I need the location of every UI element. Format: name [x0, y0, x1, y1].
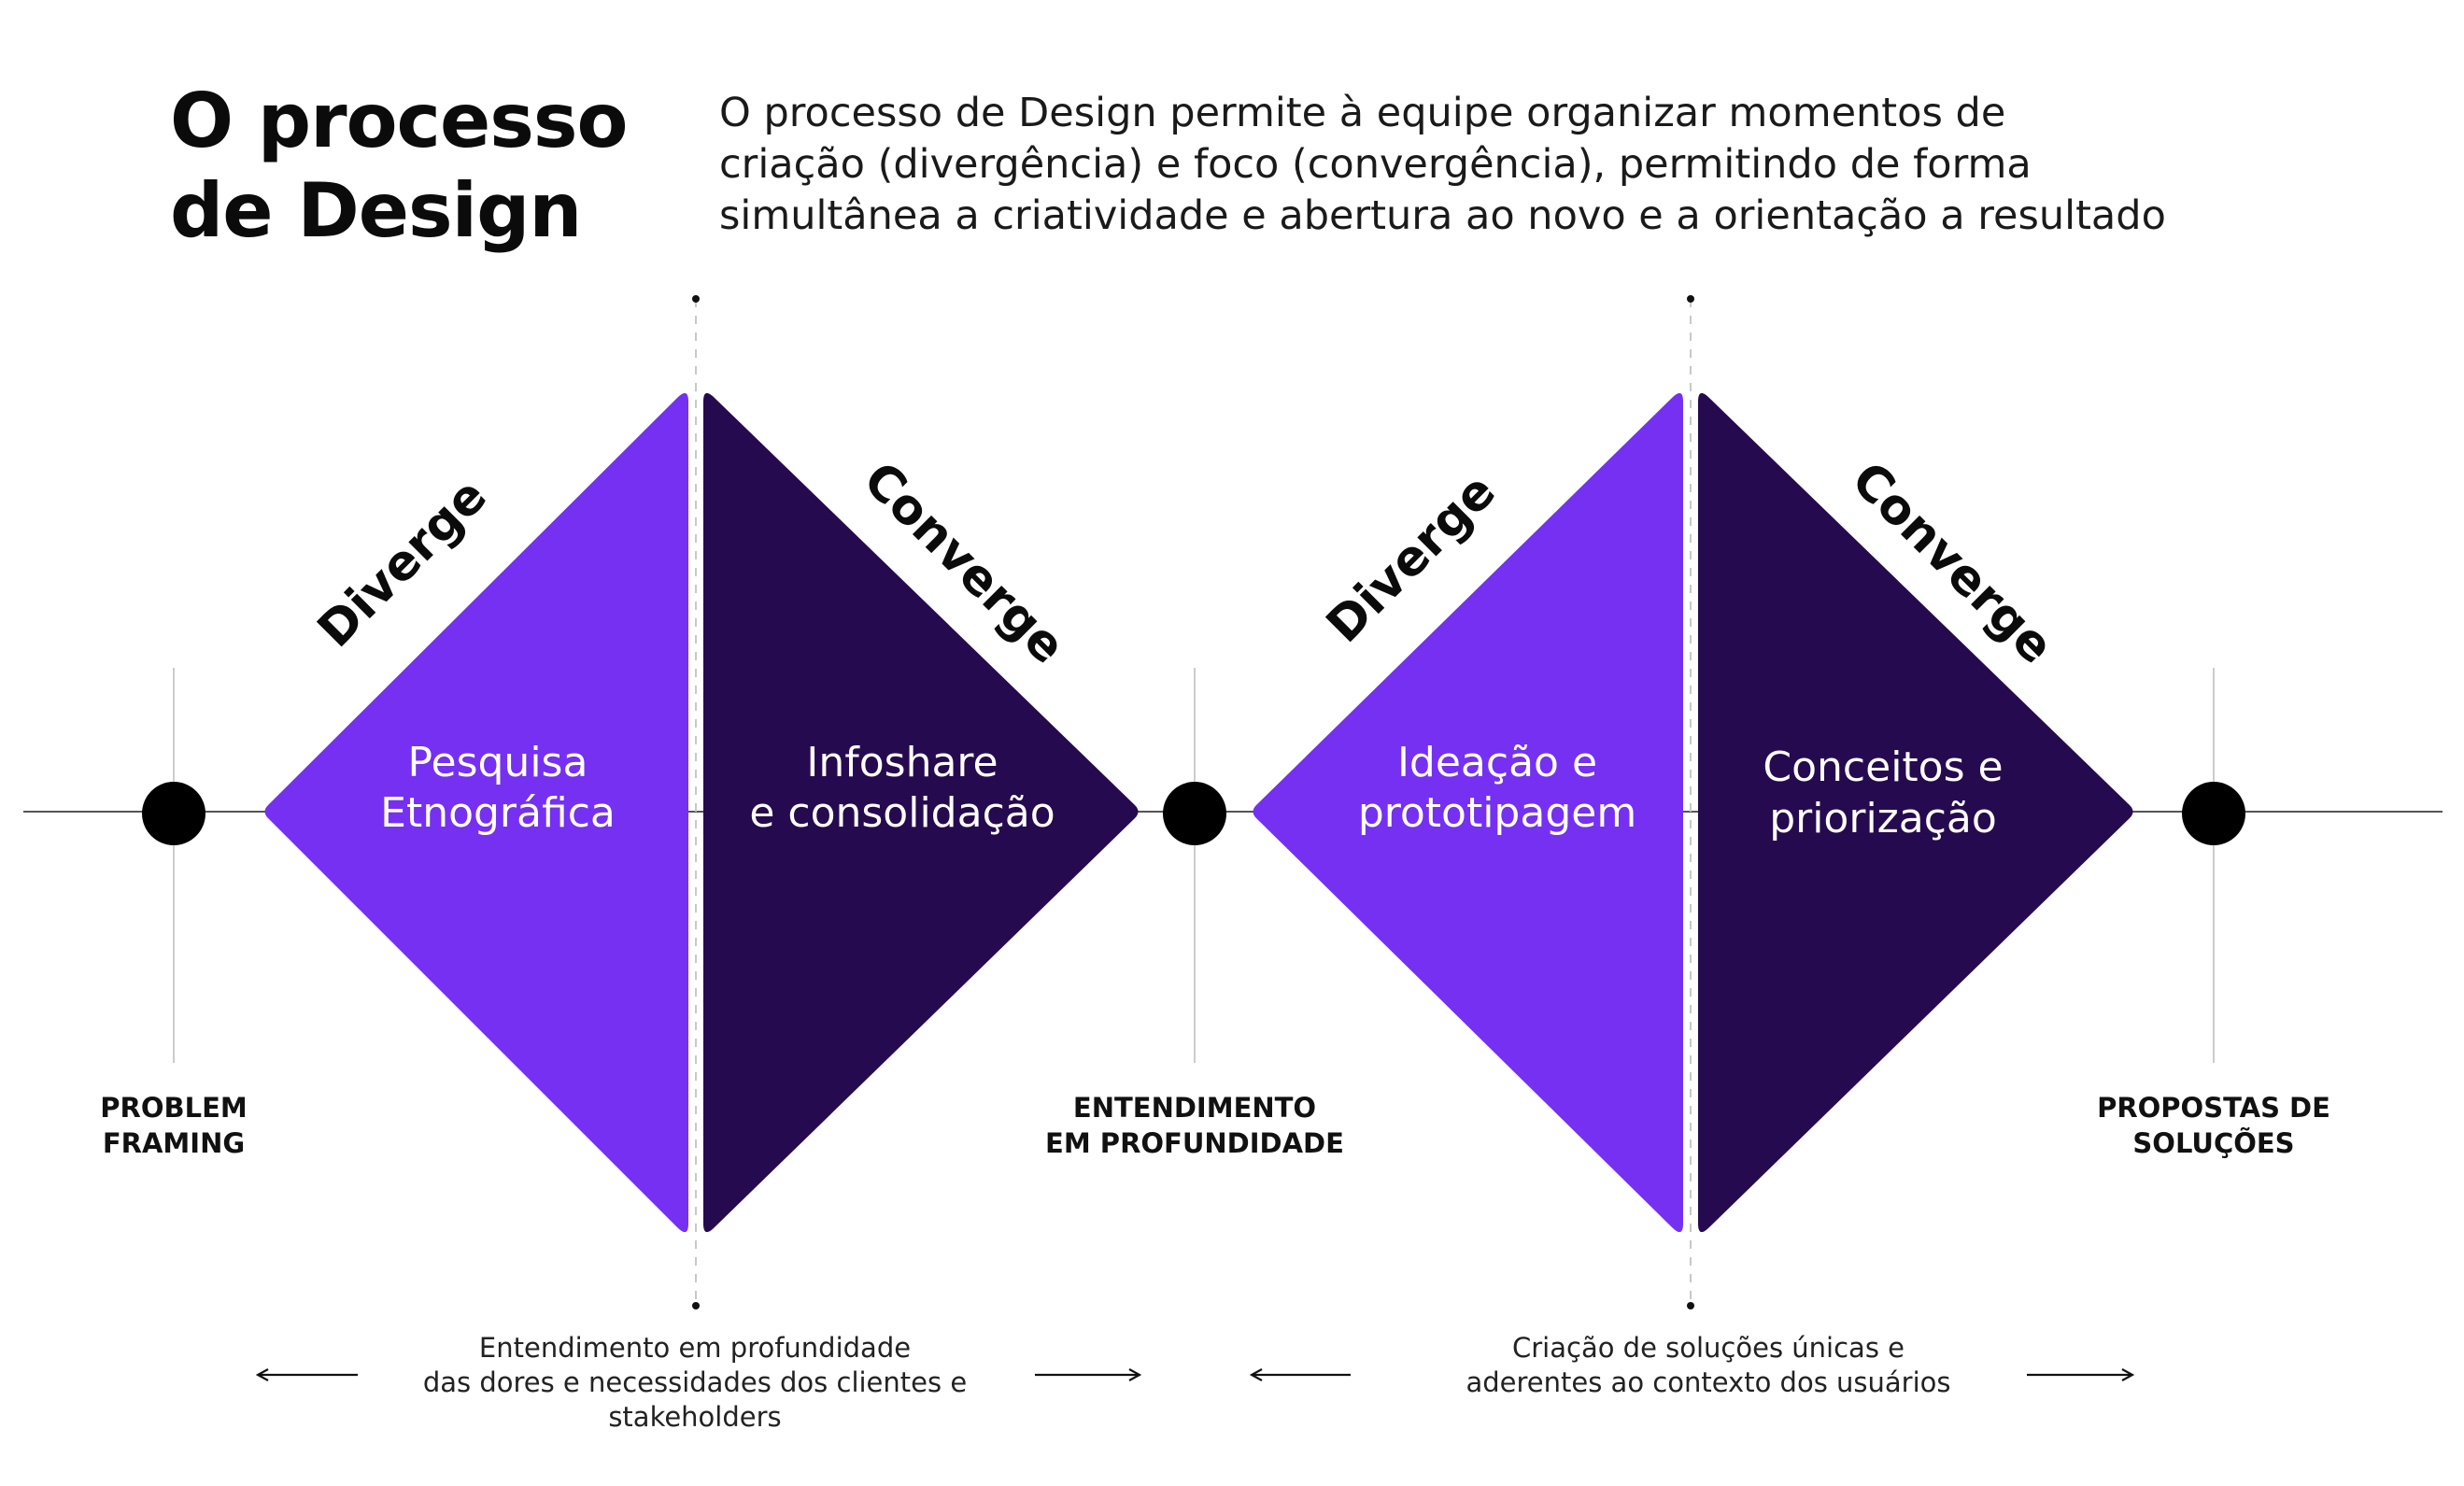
milestone-label-1-line-2: FRAMING [102, 1127, 246, 1159]
page-title: O processo de Design [170, 77, 628, 256]
stage-divider-1-top-dot [692, 295, 700, 303]
milestone-label-3-line-2: SOLUÇÕES [2132, 1127, 2295, 1159]
diamond-4-text-line-1: Conceitos e [1763, 743, 2003, 791]
diamond-3-text-line-1: Ideação e [1397, 739, 1597, 786]
diamond-2-text-line-2: e consolidação [749, 789, 1055, 837]
milestone-label-2-line-2: EM PROFUNDIDADE [1045, 1127, 1344, 1159]
milestone-label-2-line-1: ENTENDIMENTO [1072, 1092, 1317, 1124]
stage-caption-2-line-1: Criação de soluções únicas e [1512, 1332, 1905, 1364]
diamond-3-text-line-2: prototipagem [1358, 789, 1636, 837]
diamond-1-text-line-1: Pesquisa [408, 739, 588, 786]
diamond-4-text-line-2: priorização [1769, 795, 1997, 842]
stage-caption-1-line-3: stakeholders [608, 1401, 782, 1433]
page-description: O processo de Design permite à equipe or… [719, 88, 2419, 242]
milestone-dot-3 [2182, 782, 2245, 845]
converge-triangle-2 [1698, 392, 2133, 1233]
stage-caption-2-line-2: aderentes ao contexto dos usuários [1466, 1366, 1951, 1398]
stage-divider-1-bottom-dot [692, 1302, 700, 1309]
description-line-3: simultânea a criatividade e abertura ao … [719, 192, 2166, 239]
description-line-2: criação (divergência) e foco (convergênc… [719, 141, 2032, 188]
stage-caption-2: Criação de soluções únicas e aderentes a… [1414, 1331, 2003, 1400]
milestone-label-problem-framing: PROBLEM FRAMING [71, 1090, 276, 1161]
milestone-label-1-line-1: PROBLEM [100, 1092, 248, 1124]
stage-divider-2-bottom-dot [1687, 1302, 1694, 1309]
stage-caption-1: Entendimento em profundidade das dores e… [391, 1331, 998, 1435]
converge-triangle-1 [703, 392, 1139, 1233]
stage-caption-1-line-2: das dores e necessidades dos clientes e [422, 1366, 968, 1398]
milestone-label-propostas: PROPOSTAS DE SOLUÇÕES [2074, 1090, 2354, 1161]
stage-divider-2-top-dot [1687, 295, 1694, 303]
title-line-1: O processo [170, 78, 628, 164]
milestone-label-entendimento: ENTENDIMENTO EM PROFUNDIDADE [1017, 1090, 1372, 1161]
milestone-dot-1 [142, 782, 205, 845]
description-line-1: O processo de Design permite à equipe or… [719, 90, 2006, 136]
diamond-1-text-line-2: Etnográfica [380, 789, 616, 837]
diamond-2-text-line-1: Infoshare [806, 739, 998, 786]
title-line-2: de Design [170, 167, 582, 254]
stage-caption-1-line-1: Entendimento em profundidade [478, 1332, 912, 1364]
milestone-label-3-line-1: PROPOSTAS DE [2097, 1092, 2330, 1124]
diverge-triangle-1 [264, 392, 688, 1233]
milestone-dot-2 [1163, 782, 1226, 845]
diverge-triangle-2 [1253, 392, 1683, 1233]
